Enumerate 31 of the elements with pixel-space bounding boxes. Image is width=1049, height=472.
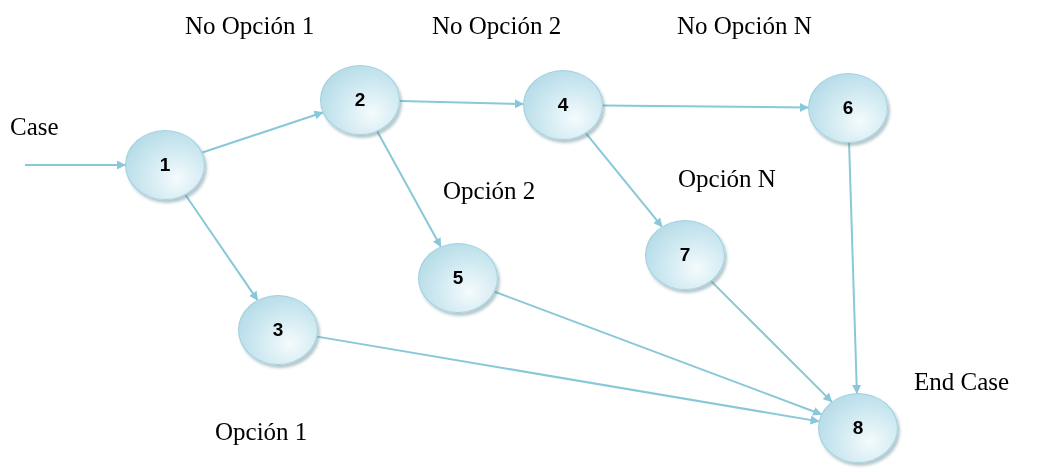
node-number: 3 <box>272 319 284 341</box>
branch-label: Case <box>10 113 59 141</box>
arrow <box>710 280 833 403</box>
node-number: 5 <box>452 267 464 289</box>
circle-node <box>418 243 498 313</box>
node-number: 2 <box>354 89 366 111</box>
circle-node <box>238 295 318 365</box>
arrow <box>376 130 442 248</box>
branch-label: Opción 1 <box>215 418 308 446</box>
circle-node <box>818 393 898 463</box>
arrow <box>24 160 126 170</box>
arrow <box>602 103 809 112</box>
node-caption: End Case <box>914 368 1010 396</box>
branch-label: Opción N <box>678 165 776 193</box>
branch-label: No Opción 2 <box>432 12 562 40</box>
node-number: 4 <box>557 94 569 116</box>
node-number: 1 <box>159 154 171 176</box>
branch-label: No Opción 1 <box>185 12 315 40</box>
circle-node <box>645 220 725 290</box>
arrow <box>316 335 820 425</box>
branch-label: No Opción N <box>677 12 812 40</box>
arrow <box>493 290 823 416</box>
arrow <box>585 132 663 228</box>
arrow <box>399 99 524 109</box>
arrow <box>848 142 862 394</box>
branch-label: Opción 2 <box>443 177 536 205</box>
node-number: 8 <box>852 417 864 439</box>
arrow <box>184 194 259 301</box>
node-number: 6 <box>842 97 854 119</box>
arrow <box>201 110 324 154</box>
node-number: 7 <box>679 244 691 266</box>
